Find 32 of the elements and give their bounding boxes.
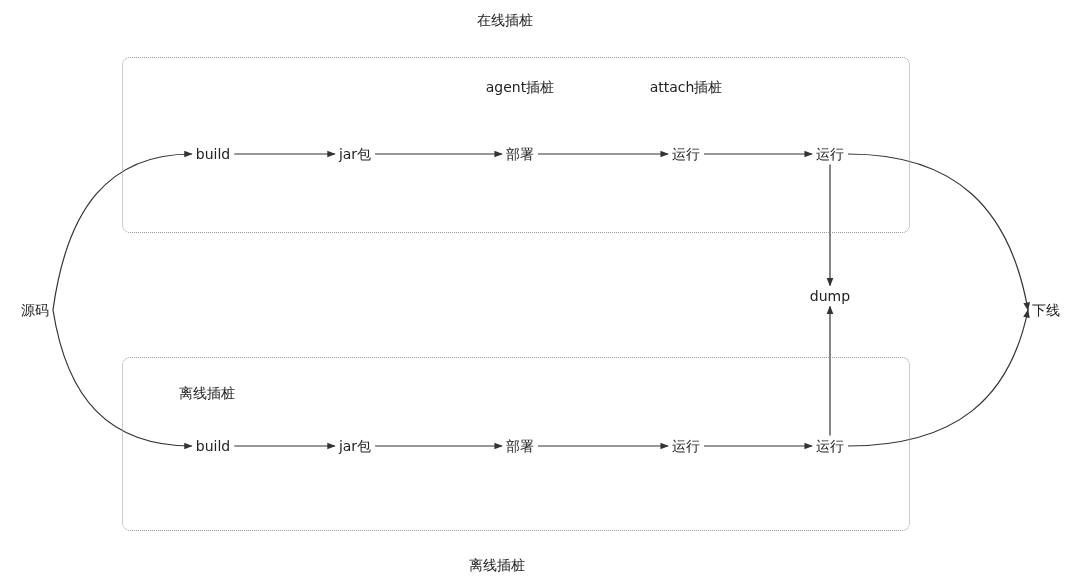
arrow [233,150,336,158]
arrow [537,442,669,450]
step-label: 部署 [502,143,538,165]
arrow [703,150,813,158]
arrow [703,442,813,450]
annotation-label: attach插桩 [649,78,723,96]
step-label: jar包 [334,143,376,165]
step-label: 运行 [668,143,704,165]
step-label: build [191,435,235,457]
arrow [374,150,503,158]
step-label: 下线 [1028,299,1064,321]
step-label: 部署 [502,435,538,457]
step-label: 运行 [668,435,704,457]
arrow [847,153,1030,311]
arrow [374,442,503,450]
step-label: build [191,143,235,165]
group-heading: 在线插桩 [477,11,533,29]
step-label: 运行 [812,435,848,457]
step-label: dump [805,285,855,307]
arrow [233,442,336,450]
arrow [826,163,834,287]
arrow [537,150,669,158]
arrow [826,305,834,437]
arrow [52,151,193,311]
group-heading: 离线插桩 [469,556,525,574]
annotation-label: agent插桩 [485,78,555,96]
group-heading: 离线插桩 [179,384,235,402]
step-label: jar包 [334,435,376,457]
arrow [847,309,1030,447]
step-label: 源码 [17,299,53,321]
step-label: 运行 [812,143,848,165]
arrow [52,309,193,449]
